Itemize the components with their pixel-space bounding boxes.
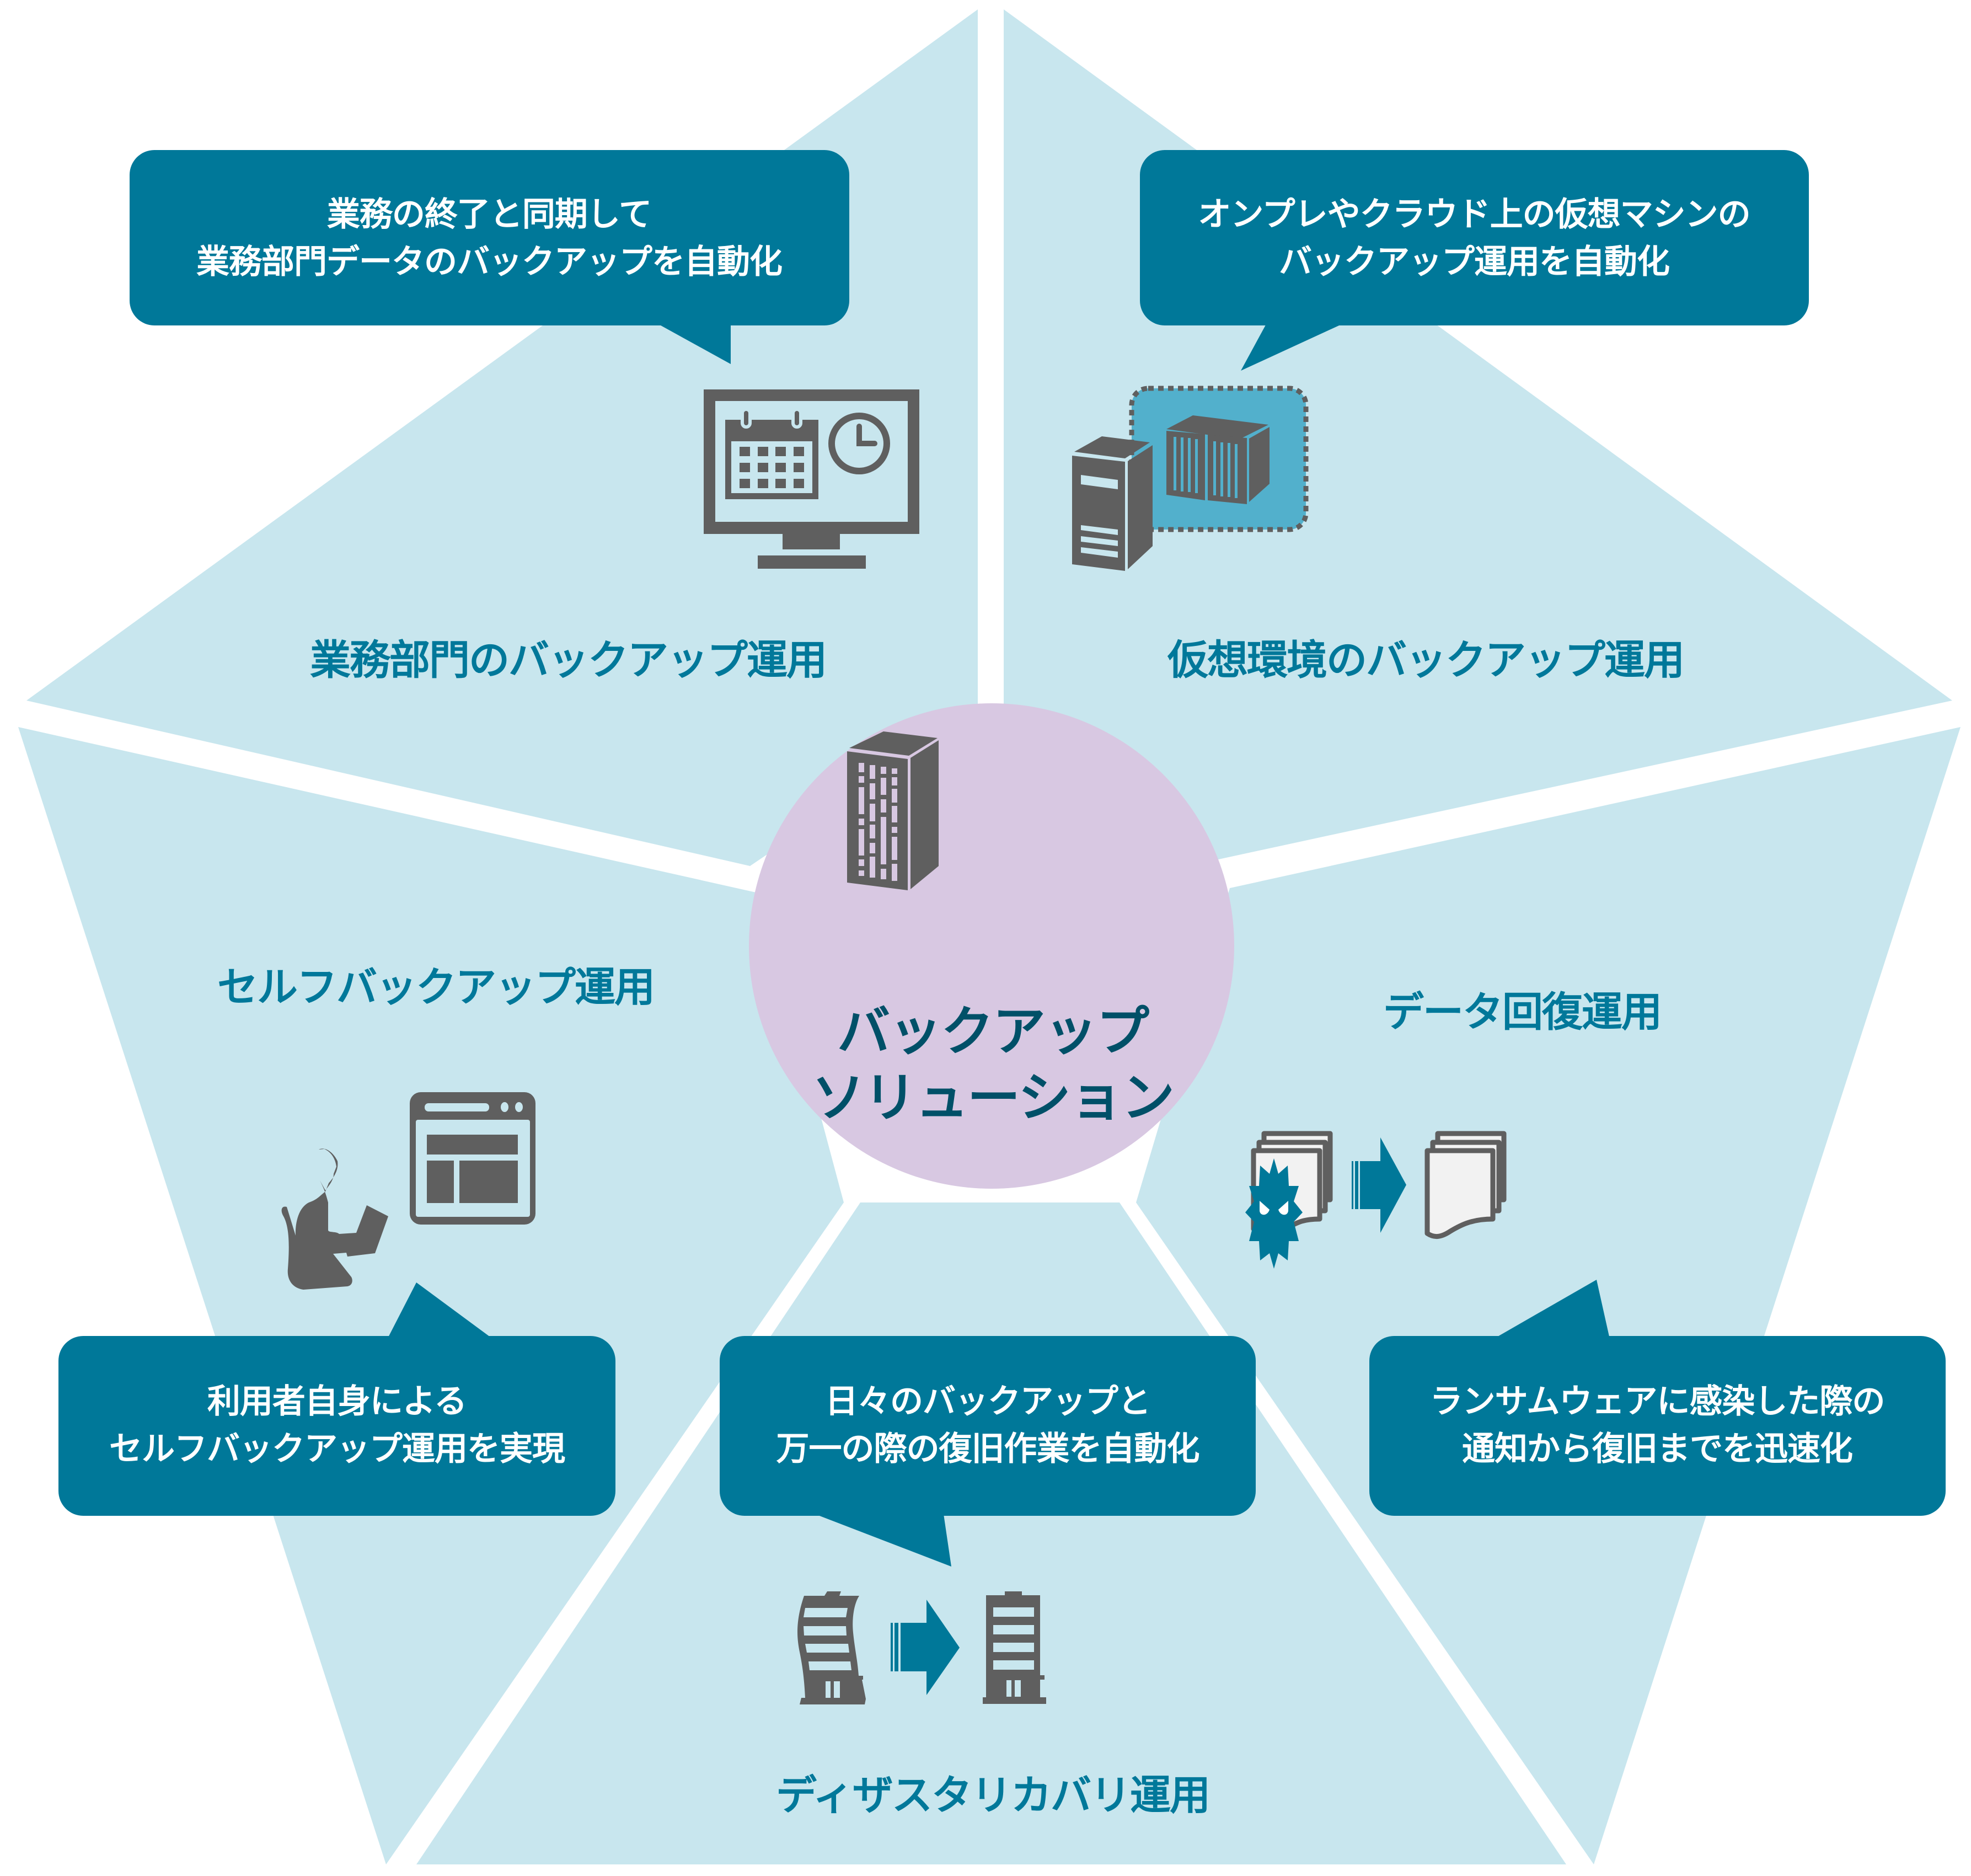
virus-documents-restore-icon [1245, 1131, 1507, 1269]
bubble-self-text: 利用者自身による セルフバックアップ運用を実現 [109, 1378, 565, 1473]
bubble-virtual-text: オンプレやクラウド上の仮想マシンの バックアップ運用を自動化 [1198, 191, 1750, 286]
bubble-disaster [720, 1336, 1256, 1567]
damaged-building-icon [797, 1591, 866, 1704]
bubble-recovery-text: ランサムウェアに感染した際の 通知から復旧までを迅速化 [1429, 1378, 1886, 1473]
center-title-line1: バックアップ [837, 1001, 1149, 1062]
virus-icon [1245, 1158, 1303, 1269]
bubble-business-text: 業務の終了と同期して 業務部門データのバックアップを自動化 [196, 191, 783, 286]
server-virtual-machines-icon [1072, 386, 1309, 571]
bubble-virtual [1140, 150, 1809, 371]
bubble-self [58, 1282, 615, 1516]
bubble-line: 業務部門データのバックアップを自動化 [196, 243, 783, 281]
segment-disaster-panel [416, 1202, 1566, 1864]
bubble-business [130, 150, 849, 364]
segment-label-business: 業務部門のバックアップ運用 [310, 637, 827, 684]
bubble-recovery [1369, 1280, 1946, 1516]
segment-label-self: セルフバックアップ運用 [217, 964, 655, 1011]
bubble-line: 業務の終了と同期して [326, 195, 652, 234]
bubble-line: 利用者自身による [207, 1382, 467, 1421]
office-building-icon [847, 731, 939, 890]
bubble-line: セルフバックアップ運用を実現 [109, 1430, 565, 1468]
arrow-right-icon [891, 1600, 960, 1695]
arrow-right-icon [1352, 1137, 1406, 1233]
bubble-line: バックアップ運用を自動化 [1278, 243, 1670, 281]
person-laptop-browser-icon [281, 1092, 535, 1290]
bubble-disaster-text: 日々のバックアップと 万一の際の復旧作業を自動化 [776, 1378, 1200, 1473]
monitor-calendar-clock-icon [704, 389, 919, 569]
segment-recovery-panel [1136, 727, 1961, 1864]
bubble-line: 万一の際の復旧作業を自動化 [776, 1430, 1200, 1468]
segment-label-disaster: ディザスタリカバリ運用 [775, 1772, 1211, 1819]
restored-building-icon [983, 1591, 1046, 1704]
center-title: バックアップ ソリューション [811, 998, 1175, 1131]
segment-label-recovery: データ回復運用 [1383, 988, 1662, 1036]
damaged-building-restore-icon [797, 1591, 1046, 1704]
pentagon-segments [18, 9, 1961, 1864]
bubble-line: ランサムウェアに感染した際の [1429, 1382, 1886, 1421]
bubble-line: 通知から復旧までを迅速化 [1462, 1430, 1853, 1468]
segment-label-virtual: 仮想環境のバックアップ運用 [1167, 637, 1685, 684]
bubble-line: オンプレやクラウド上の仮想マシンの [1198, 195, 1750, 234]
bubble-line: 日々のバックアップと [825, 1382, 1151, 1421]
center-title-line2: ソリューション [811, 1067, 1175, 1129]
